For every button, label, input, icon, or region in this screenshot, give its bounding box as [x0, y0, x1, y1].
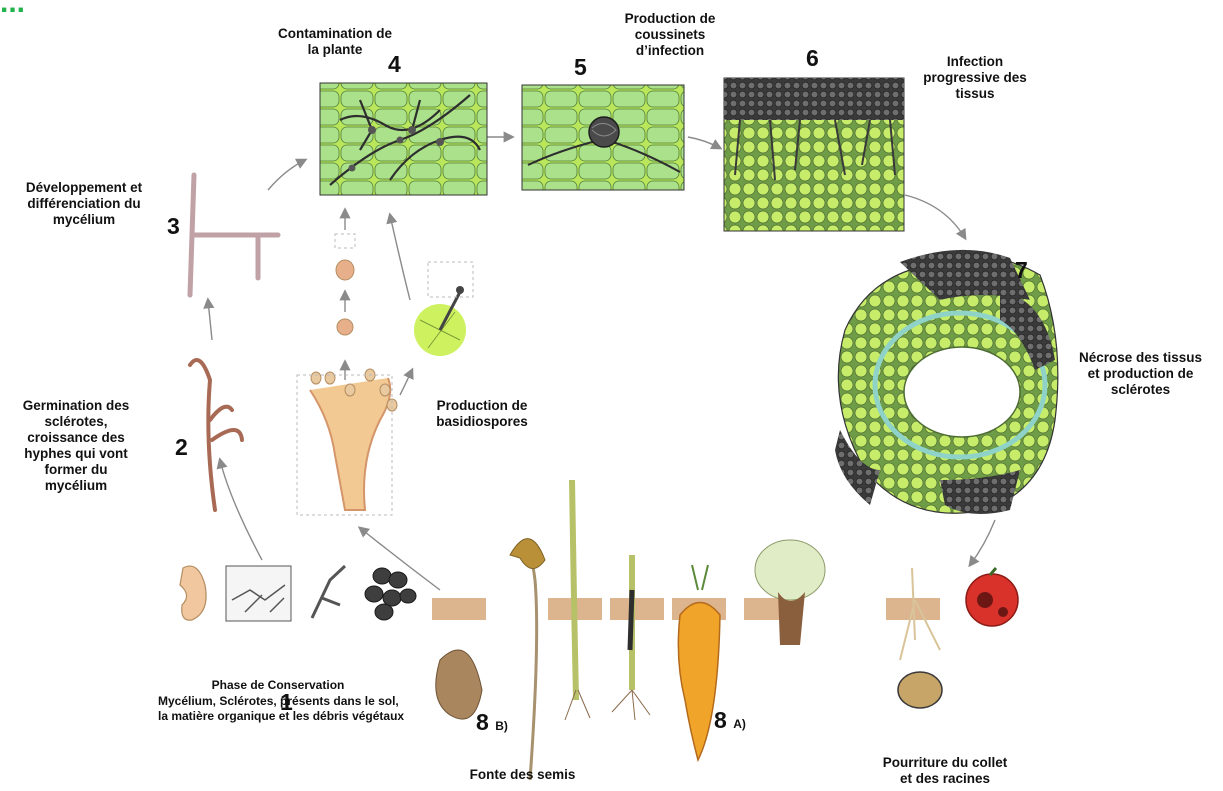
- step-1-title: Phase de Conservation: [158, 678, 398, 694]
- step-8a-sub: A): [733, 717, 746, 731]
- step-2-label: Germination des sclérotes, croissance de…: [0, 398, 152, 494]
- page-title: ...: [0, 0, 25, 20]
- step-number-2: 2: [175, 435, 188, 459]
- step-3-label: Développement et différenciation du mycé…: [0, 180, 168, 228]
- arrow-basidiospore-to-4: [390, 215, 410, 300]
- step-1-label: Phase de Conservation Mycélium, Sclérote…: [158, 678, 408, 725]
- step-6-label: Infection progressive des tissus: [900, 54, 1050, 102]
- arrow-1-to-2: [220, 460, 262, 560]
- step-8a-number: 8: [714, 707, 727, 733]
- arrow-2-to-3: [208, 300, 212, 340]
- panel-progressive-infection: [724, 78, 904, 231]
- step-number-5: 5: [574, 55, 587, 79]
- arrow-6-to-7: [905, 195, 965, 238]
- step-number-8a: 8 A): [714, 708, 746, 736]
- panel-contamination: [320, 83, 487, 195]
- arrow-to-germ-spore: [400, 370, 412, 395]
- arrow-5-to-6: [688, 137, 720, 148]
- step-number-3: 3: [167, 214, 180, 238]
- panel-infection-cushion: [522, 85, 684, 190]
- step-number-7: 7: [1015, 258, 1028, 282]
- panel-necrosis-cross-section: [835, 250, 1058, 514]
- step-8b-label: Fonte des semis: [450, 767, 595, 783]
- hyphae-development: [190, 175, 278, 295]
- step-8b-number: 8: [476, 709, 489, 735]
- step-number-8b: 8 B): [476, 710, 508, 738]
- step-number-6: 6: [806, 46, 819, 70]
- step-8b-sub: B): [495, 719, 508, 733]
- step-1-detail: Mycélium, Sclérotes, présents dans le so…: [158, 694, 404, 724]
- basidia-cluster: [297, 234, 473, 515]
- conservation-items: [180, 566, 416, 621]
- arrow-7-to-8: [970, 520, 995, 565]
- step-7-label: Nécrose des tissus et production de sclé…: [1058, 350, 1223, 398]
- step-8a-label: Pourriture du collet et des racines: [860, 755, 1030, 787]
- hyphae-germination: [190, 360, 242, 510]
- step-5-label: Production de coussinets d’infection: [600, 11, 740, 59]
- basidiospores-label: Production de basidiospores: [412, 398, 552, 430]
- arrow-3-to-4: [268, 160, 305, 190]
- step-4-label: Contamination de la plante: [260, 26, 410, 58]
